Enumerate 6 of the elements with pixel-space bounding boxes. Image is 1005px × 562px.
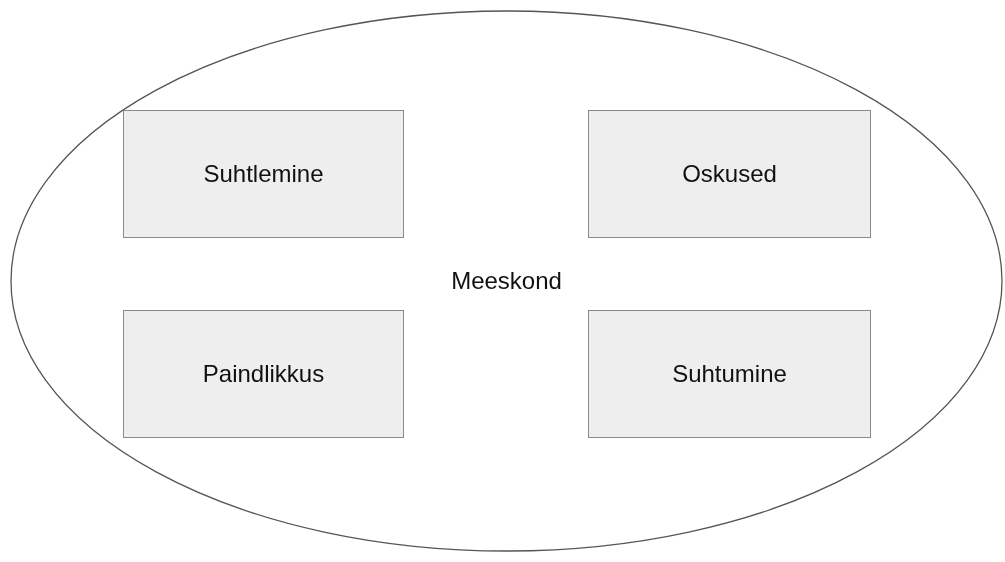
category-box: Oskused <box>588 110 871 238</box>
category-box: Paindlikkus <box>123 310 404 438</box>
category-box: Suhtlemine <box>123 110 404 238</box>
group-ellipse <box>10 10 1003 552</box>
group-label: Meeskond <box>451 267 562 295</box>
category-box: Suhtumine <box>588 310 871 438</box>
